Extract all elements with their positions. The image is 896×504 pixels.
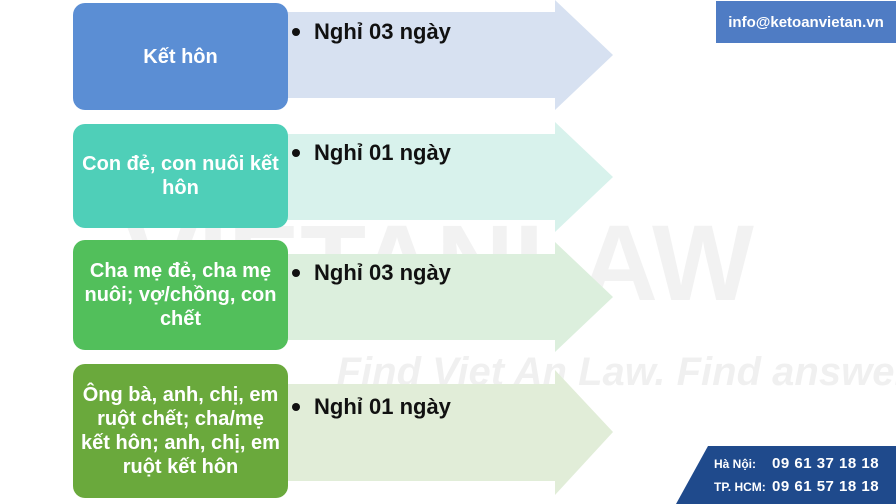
- email-banner[interactable]: info@ketoanvietan.vn: [716, 1, 896, 43]
- arrow-4: [250, 370, 613, 495]
- hanoi-phone[interactable]: 09 61 37 18 18: [772, 455, 880, 472]
- category-label: Kết hôn: [143, 45, 218, 68]
- category-box-marriage: Kết hôn: [73, 3, 288, 110]
- category-box-child-marriage: Con đẻ, con nuôi kết hôn: [73, 124, 288, 228]
- leave-detail-1: Nghỉ 03 ngày: [292, 18, 451, 46]
- leave-detail-2: Nghỉ 01 ngày: [292, 139, 451, 167]
- bullet-icon: [292, 403, 300, 411]
- arrow-3: [250, 242, 613, 352]
- leave-detail-text: Nghỉ 01 ngày: [314, 394, 451, 419]
- contact-banner: [676, 446, 896, 504]
- contact-lines: Hà Nội: 09 61 37 18 18 TP. HCM: 09 61 57…: [714, 452, 896, 498]
- leave-detail-text: Nghỉ 03 ngày: [314, 19, 451, 44]
- hanoi-line: Hà Nội: 09 61 37 18 18: [714, 452, 896, 475]
- category-label: Con đẻ, con nuôi kết hôn: [82, 153, 279, 199]
- hcm-phone[interactable]: 09 61 57 18 18: [772, 478, 880, 495]
- bullet-icon: [292, 149, 300, 157]
- leave-detail-3: Nghỉ 03 ngày: [292, 259, 451, 287]
- email-text[interactable]: info@ketoanvietan.vn: [728, 13, 884, 31]
- category-box-relatives: Ông bà, anh, chị, em ruột chết; cha/mẹ k…: [73, 364, 288, 498]
- bullet-icon: [292, 28, 300, 36]
- arrow-1: [250, 0, 613, 110]
- arrow-2: [250, 122, 613, 232]
- category-label: Ông bà, anh, chị, em ruột chết; cha/mẹ k…: [81, 384, 280, 478]
- hcm-line: TP. HCM: 09 61 57 18 18: [714, 475, 896, 498]
- hcm-label: TP. HCM:: [714, 479, 766, 494]
- hanoi-label: Hà Nội:: [714, 456, 756, 471]
- category-box-parent-death: Cha mẹ đẻ, cha mẹ nuôi; vợ/chồng, con ch…: [73, 240, 288, 350]
- leave-detail-text: Nghỉ 01 ngày: [314, 140, 451, 165]
- bullet-icon: [292, 269, 300, 277]
- category-label: Cha mẹ đẻ, cha mẹ nuôi; vợ/chồng, con ch…: [84, 260, 277, 330]
- leave-detail-4: Nghỉ 01 ngày: [292, 393, 451, 421]
- leave-detail-text: Nghỉ 03 ngày: [314, 260, 451, 285]
